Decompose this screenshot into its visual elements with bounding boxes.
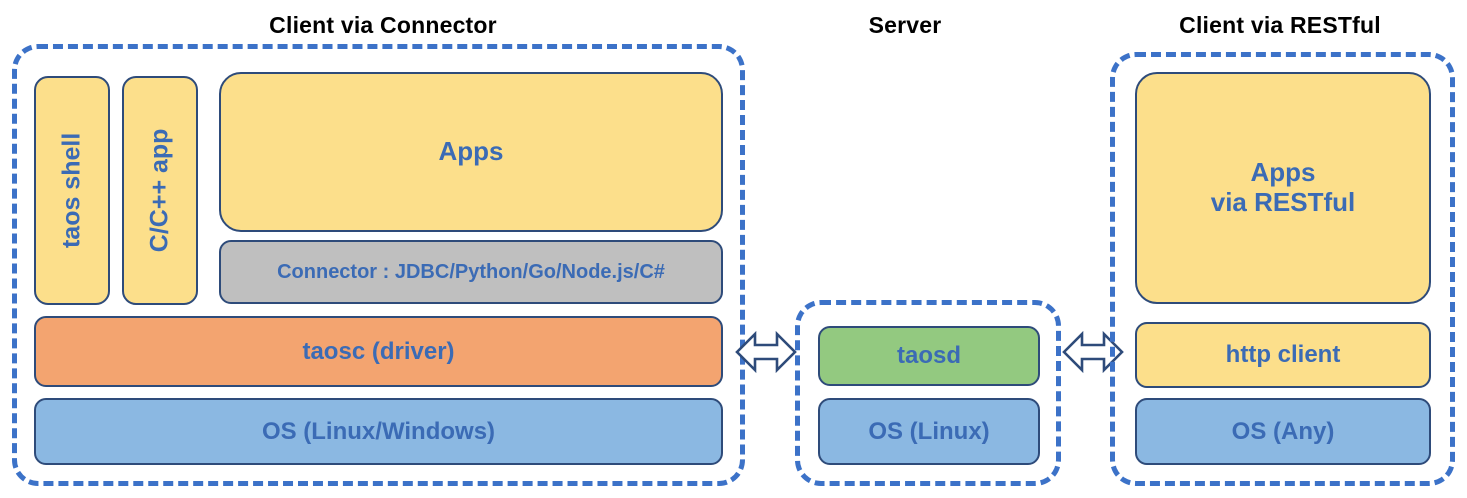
box-taosc-driver-label: taosc (driver): [302, 337, 455, 365]
box-apps-connector-label: Apps: [438, 136, 504, 167]
section-title-client-restful: Client via RESTful: [1179, 12, 1381, 38]
box-taos-shell[interactable]: taos shell: [34, 76, 110, 305]
box-apps-via-restful-label-line2: via RESTful: [1210, 187, 1356, 217]
box-os-linux-windows-label: OS (Linux/Windows): [261, 417, 496, 445]
box-os-any[interactable]: OS (Any): [1135, 398, 1431, 465]
box-taosd[interactable]: taosd: [818, 326, 1040, 386]
box-connector[interactable]: Connector : JDBC/Python/Go/Node.js/C#: [219, 240, 723, 304]
group-client-via-restful: [1110, 52, 1455, 486]
group-server: [795, 300, 1061, 486]
box-os-linux[interactable]: OS (Linux): [818, 398, 1040, 465]
box-c-cpp-app-label: C/C++ app: [145, 128, 174, 253]
box-http-client[interactable]: http client: [1135, 322, 1431, 388]
bidirectional-arrow-right: [1062, 325, 1124, 379]
bidirectional-arrow-left: [735, 325, 797, 379]
box-connector-label: Connector : JDBC/Python/Go/Node.js/C#: [277, 260, 665, 283]
box-taosd-label: taosd: [896, 342, 961, 370]
box-apps-via-restful[interactable]: Apps via RESTful: [1135, 72, 1431, 304]
box-c-cpp-app[interactable]: C/C++ app: [122, 76, 198, 305]
group-client-via-connector: [12, 44, 745, 486]
box-http-client-label: http client: [1225, 341, 1341, 369]
section-title-client-connector: Client via Connector: [269, 12, 497, 38]
box-taos-shell-label: taos shell: [57, 132, 86, 249]
box-os-linux-label: OS (Linux): [868, 417, 990, 445]
section-title-server: Server: [868, 12, 942, 38]
box-apps-connector[interactable]: Apps: [219, 72, 723, 232]
box-taosc-driver[interactable]: taosc (driver): [34, 316, 723, 387]
box-apps-via-restful-label-line1: Apps: [1250, 157, 1316, 188]
box-os-any-label: OS (Any): [1231, 417, 1335, 445]
box-os-linux-windows[interactable]: OS (Linux/Windows): [34, 398, 723, 465]
